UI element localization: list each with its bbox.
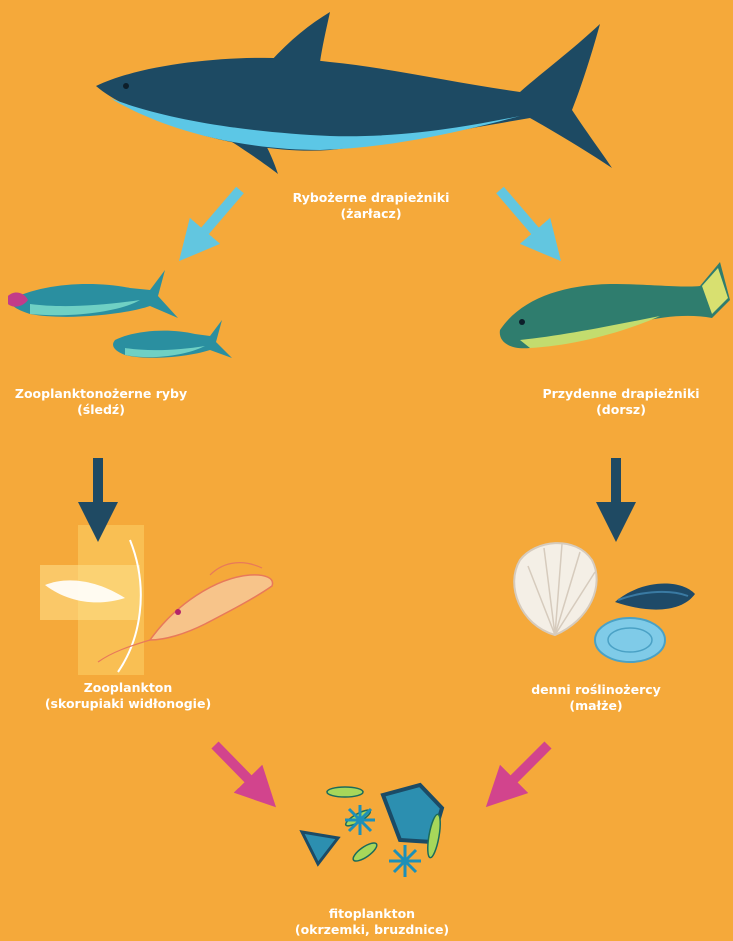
arrow-shark-to-herring [192,190,240,246]
cod-title: Przydenne drapieżniki [542,386,699,402]
herring-subtitle: (śledź) [15,402,187,418]
arrow-zooplankton-to-phytoplankton [215,745,262,793]
zooplankton-subtitle: (skorupiaki widłonogie) [45,696,211,712]
shells-icon [514,543,695,662]
benthic-label: denni roślinożercy (małże) [531,682,661,714]
shark-icon [96,12,612,174]
shark-subtitle: (żarłacz) [293,206,450,222]
shrimp-icon [40,525,273,675]
cod-icon [500,262,730,348]
herring-icon [8,270,232,358]
cod-label: Przydenne drapieżniki (dorsz) [542,386,699,418]
phytoplankton-subtitle: (okrzemki, bruzdnice) [295,922,449,938]
shark-title: Rybożerne drapieżniki [293,190,450,206]
arrow-shark-to-cod [500,190,548,246]
benthic-title: denni roślinożercy [531,682,661,698]
benthic-subtitle: (małże) [531,698,661,714]
cod-subtitle: (dorsz) [542,402,699,418]
herring-label: Zooplanktonożerne ryby (śledź) [15,386,187,418]
phytoplankton-title: fitoplankton [295,906,449,922]
diatoms-icon [302,785,443,877]
arrow-benthic-to-phytoplankton [500,745,548,793]
herring-title: Zooplanktonożerne ryby [15,386,187,402]
zooplankton-label: Zooplankton (skorupiaki widłonogie) [45,680,211,712]
shark-label: Rybożerne drapieżniki (żarłacz) [293,190,450,222]
zooplankton-title: Zooplankton [45,680,211,696]
phytoplankton-label: fitoplankton (okrzemki, bruzdnice) [295,906,449,938]
